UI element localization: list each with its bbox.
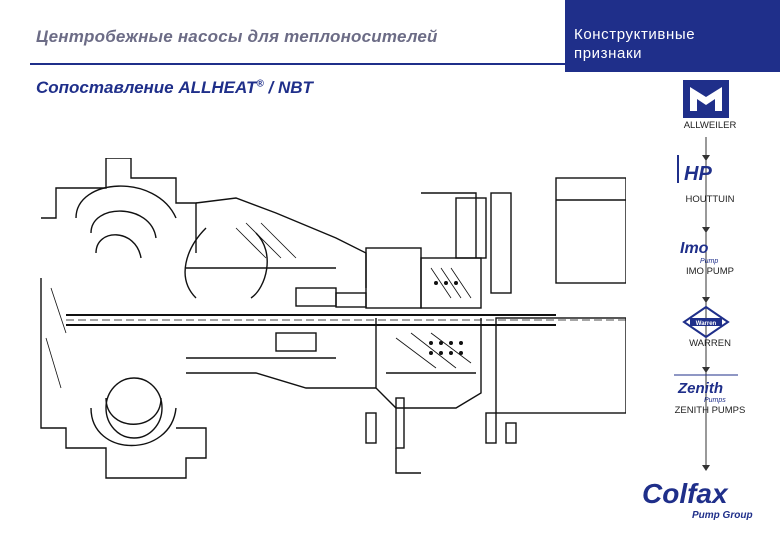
subtitle-text: Сопоставление ALLHEAT [36,78,257,97]
svg-text:Pumps: Pumps [704,397,726,404]
brand-label-imo-pump: IMO PUMP [685,266,735,277]
warren-logo: Warren [682,305,730,339]
brand-label-houttuin: HOUTTUIN [685,194,735,205]
allweiler-logo [683,80,729,118]
slide-subtitle: Сопоставление ALLHEAT® / NBT [36,78,313,98]
svg-text:Zenith: Zenith [677,380,723,397]
brand-label-zenith: ZENITH PUMPS [674,405,746,416]
title-underline [30,63,570,65]
svg-text:Imo: Imo [680,240,709,257]
svg-text:HP: HP [684,163,712,185]
side-title-line1: Конструктивные [574,26,696,43]
registered-mark: ® [256,78,264,90]
side-title-line2: признаки [574,45,643,62]
imo-pump-logo: Imo Pump [680,240,718,265]
side-panel-title: Конструктивные признаки [574,25,774,63]
side-panel [565,0,780,72]
zenith-logo: Zenith Pumps [674,374,738,404]
svg-text:Pump Group: Pump Group [692,510,753,521]
brand-label-warren: WARREN [689,338,731,349]
slide-title: Центробежные насосы для теплоносителей [36,27,438,46]
svg-text:Warren: Warren [696,321,717,327]
pump-cross-section-drawing [40,158,626,479]
brand-label-allweiler: ALLWEILER [683,120,737,131]
houttuin-logo: HP [677,155,712,185]
colfax-logo: Colfax Pump Group [642,478,753,521]
brand-timeline: HP Imo Pump Warren Zenith Pumps Colfax P… [642,80,753,521]
subtitle-tail: / NBT [263,78,313,97]
svg-text:Pump: Pump [700,258,718,265]
svg-text:Colfax: Colfax [642,478,729,509]
